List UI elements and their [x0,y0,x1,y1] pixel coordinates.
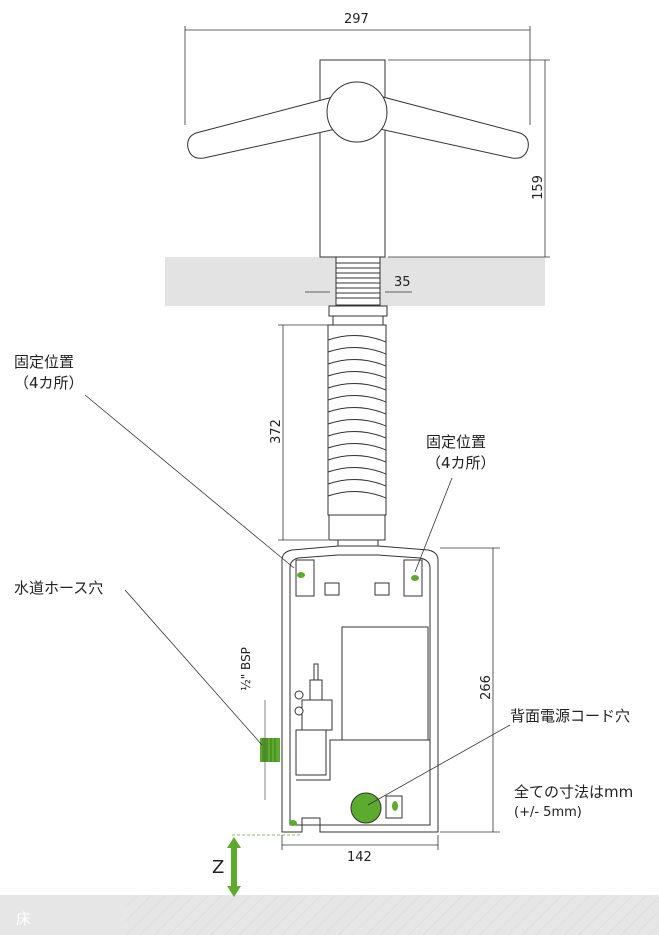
water-hose-hole-label: 水道ホース穴 [14,579,104,597]
fixing-left-label-2: （4カ所） [14,374,84,392]
dimension-lines [84,26,550,850]
floor-label: 床 [16,910,32,928]
tap-unit [187,59,529,556]
dim-box-width: 142 [347,850,372,865]
dim-hose-length: 372 [268,419,284,444]
tolerance-label: (+/- 5mm) [514,805,582,820]
bsp-label: ½" BSP [238,647,253,691]
dim-top-width: 297 [344,12,369,27]
control-box [281,545,439,833]
dim-pipe-diameter: 35 [394,275,411,290]
dim-box-height: 266 [478,675,494,700]
floor-hatch [125,895,659,935]
z-label: Z [212,857,225,878]
fixing-left-label-1: 固定位置 [14,353,75,371]
fixing-right-label-2: （4カ所） [426,454,496,472]
fixing-right-label-1: 固定位置 [426,433,487,451]
rear-power-hole-label: 背面電源コード穴 [510,707,631,725]
all-dims-mm-label: 全ての寸法はmm [514,783,634,801]
z-arrow [227,837,241,897]
dim-height: 159 [530,175,546,200]
